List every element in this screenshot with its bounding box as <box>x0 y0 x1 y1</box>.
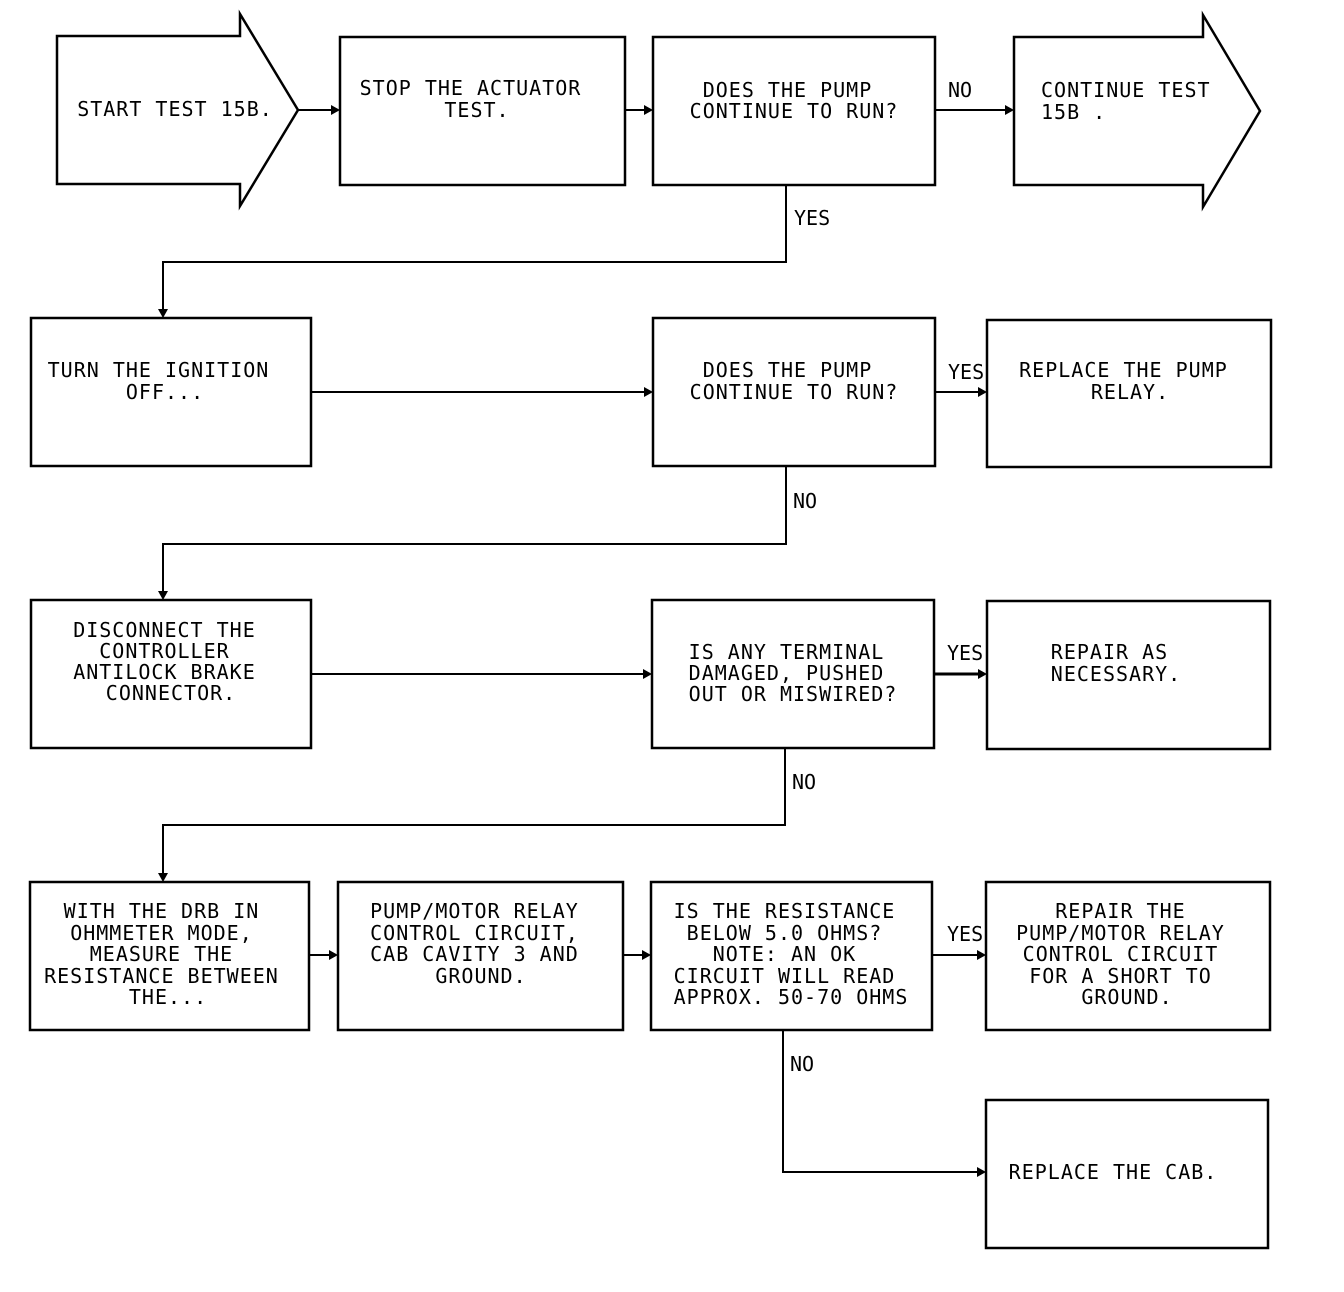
edge-label-pump2-no: NO <box>793 489 817 513</box>
connector-resistance-yes <box>932 950 986 960</box>
connector-pump2-yes <box>935 387 987 397</box>
start-text: START TEST 15B. <box>77 97 273 121</box>
connector-terminal-yes <box>934 669 987 679</box>
connector-terminal-no <box>158 748 786 882</box>
edge-label-terminal-yes: YES <box>947 641 983 665</box>
text-line: RELAY. <box>1091 380 1169 404</box>
text-line: CONTINUE TO RUN? <box>690 380 899 404</box>
text-line: OHMMETER MODE, <box>70 921 253 945</box>
text-line: BELOW 5.0 OHMS? <box>687 921 883 945</box>
text-line: TURN THE IGNITION <box>48 358 270 382</box>
connector-pump1-yes <box>158 185 787 318</box>
drb-measure-box <box>28 880 311 1032</box>
repair-short-text: REPAIR THE PUMP/MOTOR RELAY CONTROL CIRC… <box>1016 899 1238 1009</box>
stop-actuator-box <box>338 35 627 187</box>
terminal-decision-text: IS ANY TERMINAL DAMAGED, PUSHED OUT OR M… <box>689 640 898 706</box>
text-line: IS ANY TERMINAL <box>689 640 885 664</box>
text-line: GROUND. <box>435 964 526 988</box>
text-line: REPLACE THE CAB. <box>1009 1160 1218 1184</box>
pump-run-decision-2-text: DOES THE PUMP CONTINUE TO RUN? <box>690 358 899 404</box>
text-line: THE... <box>129 985 207 1009</box>
text-line: START TEST 15B. <box>77 97 273 121</box>
repair-short-box <box>984 880 1272 1032</box>
connector-relay-to-resistance <box>623 950 651 960</box>
connector-disconnect-to-terminal <box>311 669 652 679</box>
text-line: STOP THE ACTUATOR <box>360 76 582 100</box>
text-line: IS THE RESISTANCE <box>674 899 896 923</box>
edge-label-resistance-yes: YES <box>947 922 983 946</box>
edge-label-pump2-yes: YES <box>948 360 984 384</box>
replace-relay-box <box>985 318 1273 469</box>
text-line: CONTROL CIRCUIT <box>1023 942 1219 966</box>
pump-run-decision-1-text: DOES THE PUMP CONTINUE TO RUN? <box>690 78 899 123</box>
text-line: REPAIR AS <box>1051 640 1168 664</box>
edge-label-pump1-yes: YES <box>794 206 830 230</box>
text-line: CONTINUE TEST <box>1041 78 1211 102</box>
relay-circuit-text: PUMP/MOTOR RELAY CONTROL CIRCUIT, CAB CA… <box>370 899 592 988</box>
connector-start-to-stop <box>298 105 340 115</box>
text-line: CONTROL CIRCUIT, <box>370 921 579 945</box>
text-line: APPROX. 50-70 OHMS <box>674 985 909 1009</box>
text-line: CONTINUE TO RUN? <box>690 99 899 123</box>
terminal-decision-box <box>650 598 936 750</box>
resistance-decision-text: IS THE RESISTANCE BELOW 5.0 OHMS? NOTE: … <box>674 899 909 1009</box>
replace-relay-text: REPLACE THE PUMP RELAY. <box>1019 358 1241 404</box>
text-line: WITH THE DRB IN <box>64 899 260 923</box>
text-line: DOES THE PUMP <box>703 78 873 102</box>
text-line: FOR A SHORT TO <box>1029 964 1212 988</box>
connector-pump1-no <box>935 105 1014 115</box>
text-line: REPLACE THE PUMP <box>1019 358 1228 382</box>
repair-necessary-box <box>985 599 1272 751</box>
text-line: CAB CAVITY 3 AND <box>370 942 579 966</box>
text-line: ANTILOCK BRAKE <box>73 660 256 684</box>
text-line: TEST. <box>444 98 509 122</box>
edge-label-pump1-no: NO <box>948 78 972 102</box>
replace-cab-box <box>984 1098 1270 1250</box>
edge-label-terminal-no: NO <box>792 770 816 794</box>
connector-ignition-to-pump2 <box>311 387 653 397</box>
text-line: OUT OR MISWIRED? <box>689 682 898 706</box>
continue-test-arrow-shape <box>1012 10 1262 212</box>
text-line: 15B . <box>1041 100 1106 124</box>
text-line: DOES THE PUMP <box>703 358 873 382</box>
replace-cab-text: REPLACE THE CAB. <box>1009 1160 1218 1184</box>
resistance-decision-box <box>649 880 934 1032</box>
edge-label-resistance-no: NO <box>790 1052 814 1076</box>
disconnect-text: DISCONNECT THE CONTROLLER ANTILOCK BRAKE… <box>73 618 269 705</box>
text-line: DAMAGED, PUSHED <box>689 661 885 685</box>
text-line: CONNECTOR. <box>106 681 236 705</box>
connector-resistance-no <box>782 1030 986 1177</box>
connector-drb-to-relay <box>309 950 338 960</box>
text-line: DISCONNECT THE <box>73 618 256 642</box>
text-line: OFF... <box>126 380 204 404</box>
ignition-off-text: TURN THE IGNITION OFF... <box>48 358 283 404</box>
text-line: CONTROLLER <box>99 639 229 663</box>
text-line: NOTE: AN OK <box>713 942 856 966</box>
text-line: CIRCUIT WILL READ <box>674 964 896 988</box>
relay-circuit-box <box>336 880 625 1032</box>
drb-measure-text: WITH THE DRB IN OHMMETER MODE, MEASURE T… <box>44 899 292 1009</box>
text-line: PUMP/MOTOR RELAY <box>1016 921 1225 945</box>
text-line: REPAIR THE <box>1055 899 1185 923</box>
start-arrow-shape <box>55 9 300 211</box>
text-line: MEASURE THE <box>90 942 233 966</box>
connector-pump2-no <box>158 466 787 600</box>
continue-test-text: CONTINUE TEST 15B . <box>1041 78 1224 124</box>
repair-necessary-text: REPAIR AS NECESSARY. <box>1051 640 1181 686</box>
connector-stop-to-pump1 <box>625 105 653 115</box>
stop-actuator-text: STOP THE ACTUATOR TEST. <box>360 76 595 122</box>
pump-run-decision-1-box <box>651 35 937 187</box>
text-line: NECESSARY. <box>1051 662 1181 686</box>
text-line: RESISTANCE BETWEEN <box>44 964 279 988</box>
text-line: GROUND. <box>1081 985 1172 1009</box>
text-line: PUMP/MOTOR RELAY <box>370 899 579 923</box>
